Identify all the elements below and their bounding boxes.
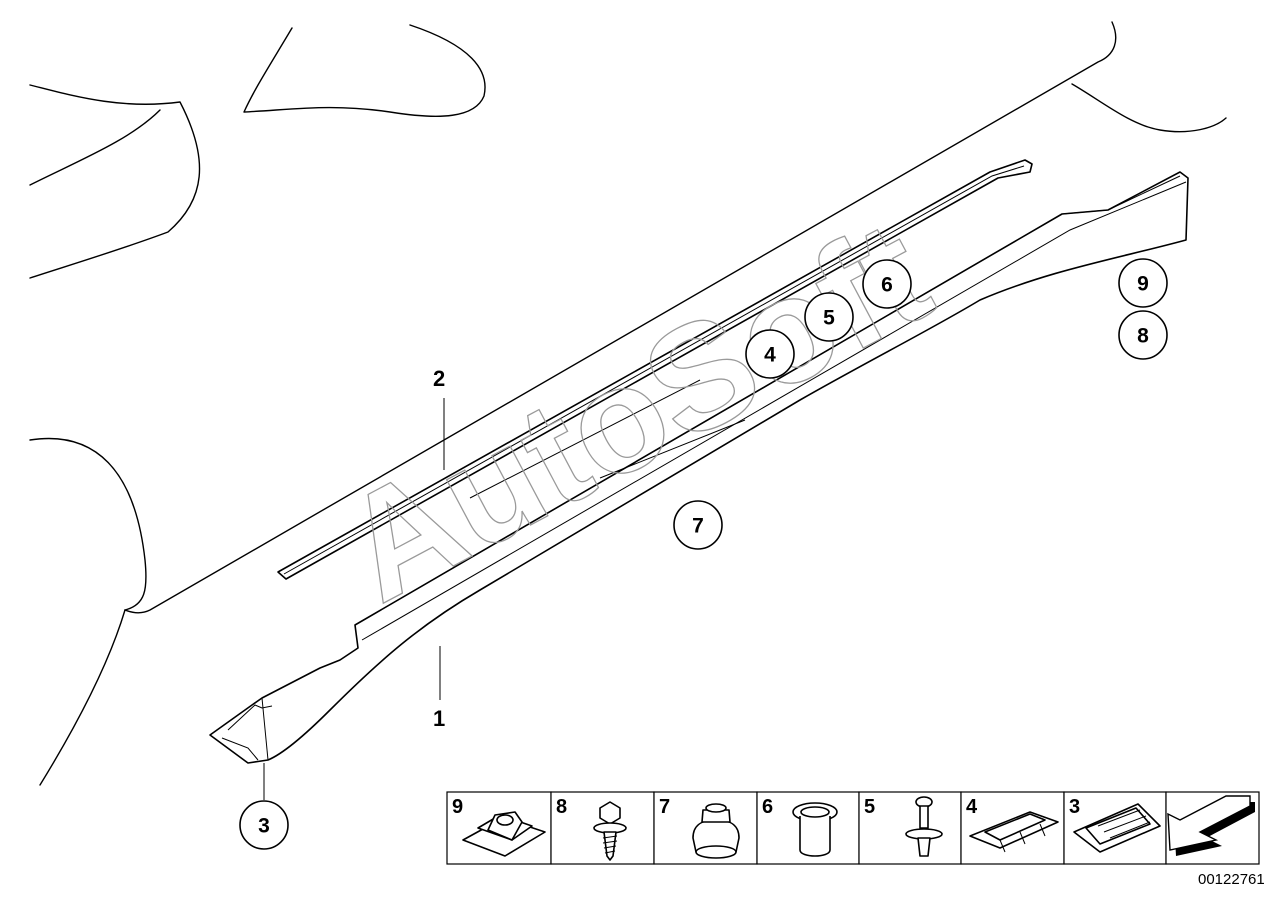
parts-strip: 9 8 7 6 5 4 3 — [446, 791, 1260, 865]
label-2-text: 1 — [433, 706, 445, 731]
sleeve-icon — [792, 802, 838, 857]
bubble-7: 7 — [673, 500, 723, 550]
bubble-4: 4 — [745, 329, 795, 379]
strip-num-5: 5 — [864, 796, 875, 818]
svg-text:9: 9 — [1137, 273, 1149, 296]
grommet-nut-icon — [692, 803, 740, 859]
rivet-icon — [905, 796, 943, 857]
svg-text:6: 6 — [881, 274, 893, 297]
part-2-trim-strip — [277, 159, 1033, 580]
svg-text:5: 5 — [823, 307, 835, 330]
bubble-5: 5 — [804, 292, 854, 342]
svg-text:8: 8 — [1137, 325, 1149, 348]
label-1-text: 2 — [433, 366, 445, 391]
document-number: 00122761 — [1198, 871, 1265, 888]
clip-nut-icon — [462, 811, 546, 857]
strip-num-9: 9 — [452, 796, 463, 818]
direction-arrow-icon — [1167, 795, 1255, 856]
leader-lines — [263, 398, 445, 800]
strip-num-4: 4 — [966, 796, 978, 818]
strip-num-3: 3 — [1069, 796, 1080, 818]
bubble-8: 8 — [1118, 310, 1168, 360]
bubble-6: 6 — [862, 259, 912, 309]
strip-num-7: 7 — [659, 796, 670, 818]
strip-num-6: 6 — [762, 796, 773, 818]
screw-icon — [593, 801, 627, 861]
svg-text:3: 3 — [258, 815, 270, 838]
clip-3-icon — [1073, 803, 1161, 853]
bubble-9: 9 — [1118, 258, 1168, 308]
car-body-outline — [29, 21, 1227, 786]
svg-text:4: 4 — [764, 344, 776, 367]
strip-num-8: 8 — [556, 796, 567, 818]
bubble-3: 3 — [239, 800, 289, 850]
clip-4-icon — [969, 811, 1059, 853]
watermark-text: AutoSoft — [316, 188, 954, 634]
watermark: AutoSoft — [316, 187, 955, 634]
part-1-side-sill — [209, 171, 1189, 764]
svg-text:7: 7 — [692, 515, 704, 538]
